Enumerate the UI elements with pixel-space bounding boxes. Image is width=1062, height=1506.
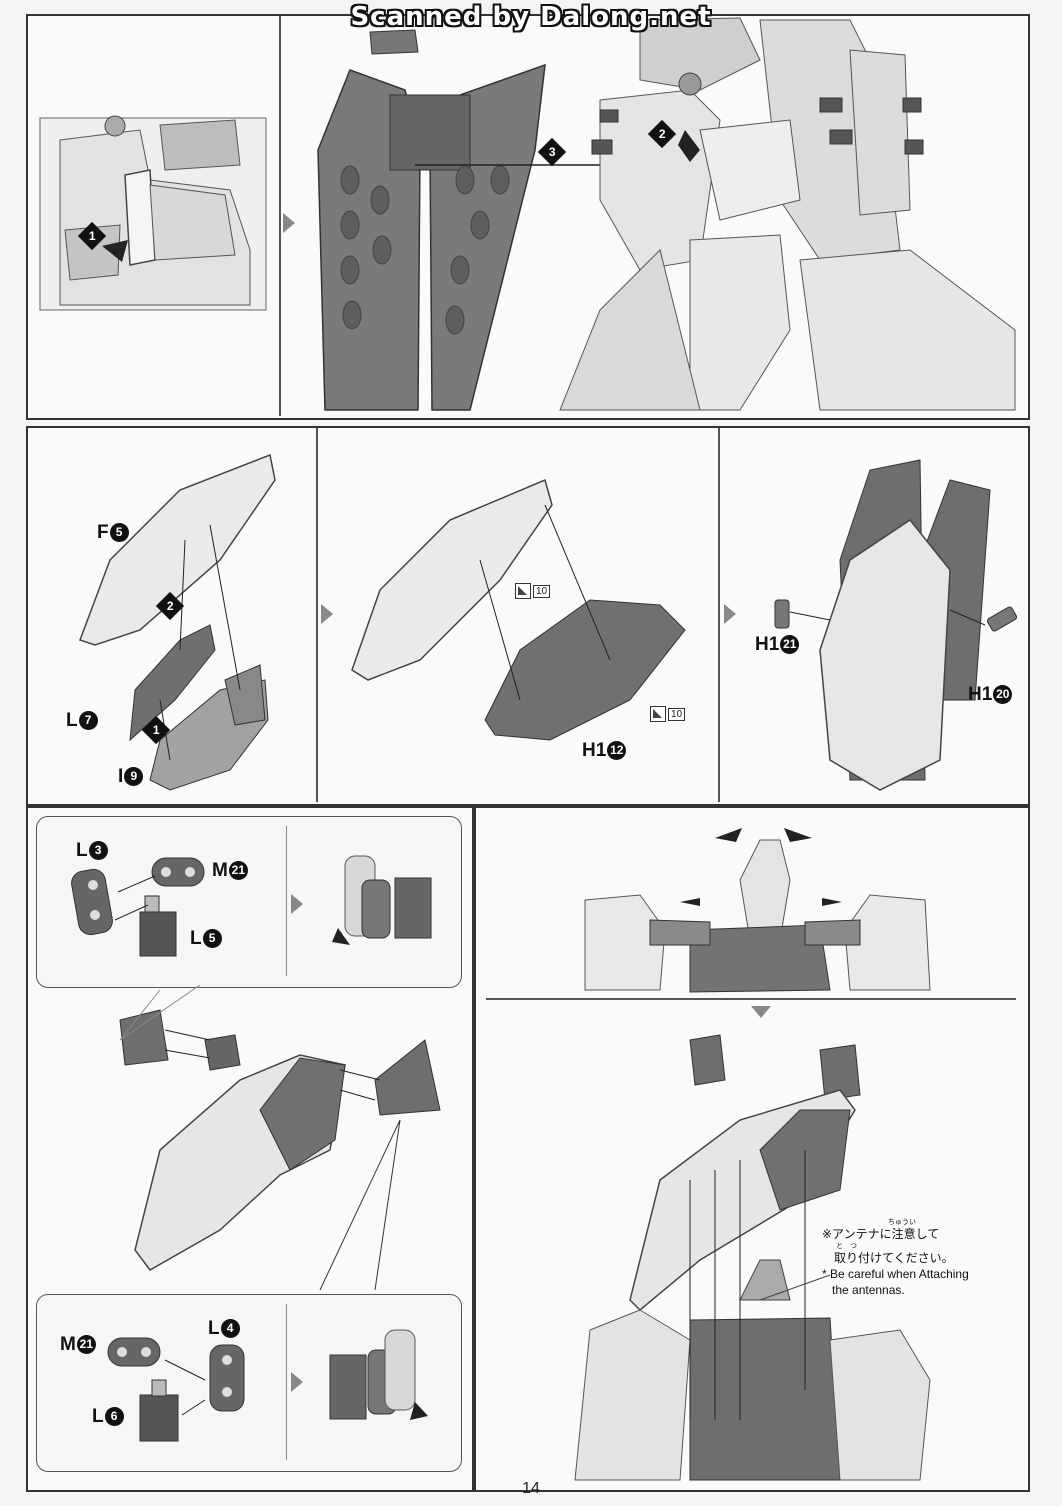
watermark: Scanned by Dalong.net xyxy=(350,2,712,32)
waist-detail-illustration xyxy=(39,115,267,311)
next-arrow xyxy=(291,894,303,914)
box-divider xyxy=(286,1304,287,1460)
shield-with-binder-illustration xyxy=(774,459,1018,791)
row2-divider-1 xyxy=(316,428,318,802)
robot-body-illustration xyxy=(559,17,1016,411)
sticker-tag: 10 xyxy=(515,583,551,599)
sticker-triangle-icon xyxy=(515,583,531,599)
antenna-caution-note: ちゅうい ※アンテナに注意して と つ 取り付けてください。 * Be care… xyxy=(822,1218,969,1298)
robot-chest-opening-illustration xyxy=(584,828,931,993)
note-en-line1: * Be careful when Attaching xyxy=(822,1267,969,1281)
sticker-triangle-icon xyxy=(650,706,666,722)
note-jp-line1: ※アンテナに注意して xyxy=(822,1227,940,1241)
sticker-tag: 10 xyxy=(650,706,686,722)
row1-divider xyxy=(279,16,281,416)
shield-attach-robot-illustration xyxy=(574,1034,931,1481)
joint-parts-bottom-illustration xyxy=(107,1329,428,1442)
next-arrow xyxy=(724,604,736,624)
furigana: と つ xyxy=(836,1242,857,1250)
shield-assembly-illustration xyxy=(351,478,686,741)
furigana: ちゅうい xyxy=(888,1218,916,1226)
shield-joint-assembly-illustration xyxy=(119,984,441,1291)
down-arrow xyxy=(751,1006,771,1018)
row3-right-divider xyxy=(486,998,1016,1000)
note-en-line2: the antennas. xyxy=(832,1283,905,1297)
note-jp-line2: 取り付けてください。 xyxy=(834,1251,954,1265)
wing-binder-illustration xyxy=(317,29,690,411)
next-arrow xyxy=(291,1372,303,1392)
shield-exploded-illustration xyxy=(79,453,276,791)
row2-illustrations xyxy=(79,453,1018,791)
row2-divider-2 xyxy=(718,428,720,802)
row1-illustrations xyxy=(39,17,1016,411)
next-arrow xyxy=(321,604,333,624)
page-number: 14 xyxy=(522,1480,540,1497)
next-arrow xyxy=(283,213,295,233)
box-divider xyxy=(286,826,287,976)
joint-parts-top-illustration xyxy=(71,855,432,957)
